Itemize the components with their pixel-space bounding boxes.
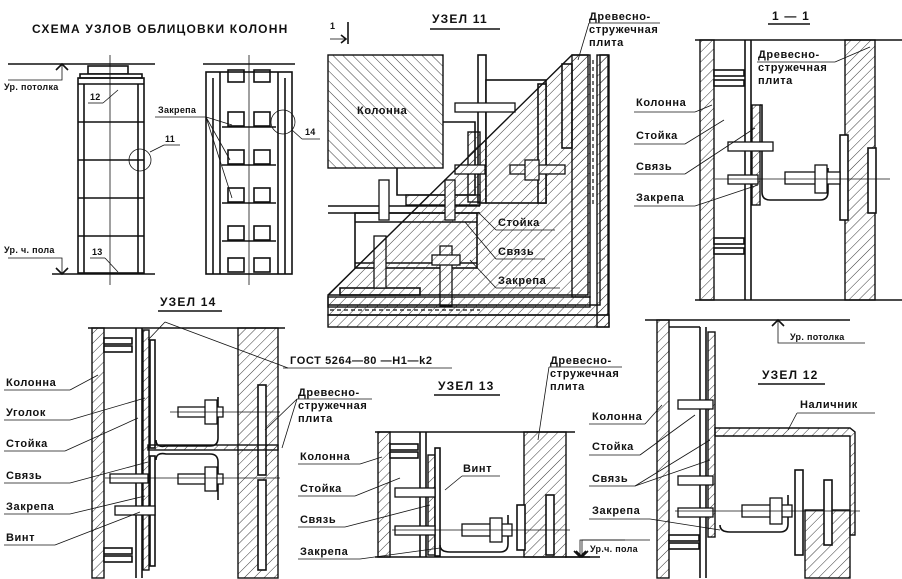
node13-screw-label: Винт: [463, 463, 492, 475]
clamp-label: Закрепа: [158, 105, 197, 115]
section-mark: 1: [330, 21, 335, 31]
node13-floor-level: Ур.ч. пола: [590, 544, 639, 554]
node14-chipboard-label-1: Древесно-: [298, 387, 360, 399]
callout-12: 12: [90, 92, 101, 102]
node14-chipboard-label-3: плита: [298, 413, 333, 425]
node11-chipboard-label-2: стружечная: [589, 24, 658, 36]
section-chipboard-label-3: плита: [758, 75, 793, 87]
node13-chipboard-label-1: Древесно-: [550, 355, 612, 367]
node11-column-label: Колонна: [357, 105, 408, 117]
section-post-label: Стойка: [636, 130, 678, 142]
node12-clamp-label: Закрепа: [592, 505, 641, 517]
section-clamp-label: Закрепа: [636, 192, 685, 204]
section-chipboard-label-2: стружечная: [758, 62, 827, 74]
node-12-title: УЗЕЛ 12: [762, 368, 819, 382]
section-column-label: Колонна: [636, 97, 687, 109]
column-wall: [699, 39, 715, 301]
node12-ceiling-level: Ур. потолка: [790, 332, 845, 342]
node-11: УЗЕЛ 11 1 Колонна: [327, 11, 660, 328]
overview-elevation: Ур. потолка 11 12 13 Ур. ч. пола: [4, 55, 180, 285]
node14-screw-label: Винт: [6, 532, 35, 544]
callout-14: 14: [305, 127, 316, 137]
node14-clamp-label: Закрепа: [6, 501, 55, 513]
section-chipboard-label-1: Древесно-: [758, 49, 820, 61]
node14-post-label: Стойка: [6, 438, 48, 450]
node14-column: [91, 327, 105, 579]
node12-post-label: Стойка: [592, 441, 634, 453]
node11-chipboard-label-1: Древесно-: [589, 11, 651, 23]
node11-tie-label: Связь: [498, 246, 534, 258]
node13-column-label: Колонна: [300, 451, 351, 463]
node-13-title: УЗЕЛ 13: [438, 379, 495, 393]
diagram-title: СХЕМА УЗЛОВ ОБЛИЦОВКИ КОЛОНН: [32, 22, 288, 36]
callout-circle-14: [270, 109, 296, 135]
node14-chipboard-label-2: стружечная: [298, 400, 367, 412]
callout-13: 13: [92, 247, 103, 257]
node11-post-label: Стойка: [498, 217, 540, 229]
floor-level-label: Ур. ч. пола: [4, 245, 55, 255]
node13-chipboard-label-3: плита: [550, 381, 585, 393]
node12-trim-label: Наличник: [800, 399, 858, 411]
floor-arrow: [55, 267, 69, 276]
node14-angle-label: Уголок: [6, 407, 46, 419]
callout-11: 11: [165, 134, 175, 144]
node14-tie-label: Связь: [6, 470, 42, 482]
node-13: УЗЕЛ 13 Колонна Винт Стойка Связь Закреп…: [298, 355, 639, 560]
gost-weld-label: ГОСТ 5264—80 —Н1—​k2: [290, 355, 433, 367]
section-1-1: 1 — 1 Древесно- стружечная плита Колонна…: [634, 9, 902, 301]
node-11-title: УЗЕЛ 11: [432, 12, 488, 26]
node12-column-label: Колонна: [592, 411, 643, 423]
ceiling-arrow: [55, 62, 69, 71]
column-section: [327, 54, 444, 169]
node-12: Ур. потолка УЗЕЛ 12 Наличник Колонна Сто…: [565, 318, 875, 579]
node13-chipboard-label-2: стружечная: [550, 368, 619, 380]
node-14: УЗЕЛ 14 Колонна Уголок Стойка Связь: [4, 295, 452, 579]
node11-clamp-label: Закрепа: [498, 275, 547, 287]
overview-frame: Закрепа 14: [155, 55, 320, 285]
ceiling-level-label: Ур. потолка: [4, 82, 59, 92]
section-tie-label: Связь: [636, 161, 672, 173]
node12-tie-label: Связь: [592, 473, 628, 485]
section-title: 1 — 1: [772, 9, 810, 23]
node13-post-label: Стойка: [300, 483, 342, 495]
callout-circle-11: [128, 148, 152, 172]
clamp-row: [222, 69, 276, 273]
node11-chipboard-label-3: плита: [589, 37, 624, 49]
node13-tie-label: Связь: [300, 514, 336, 526]
node14-column-label: Колонна: [6, 377, 57, 389]
node13-clamp-label: Закрепа: [300, 546, 349, 558]
node-14-title: УЗЕЛ 14: [160, 295, 217, 309]
